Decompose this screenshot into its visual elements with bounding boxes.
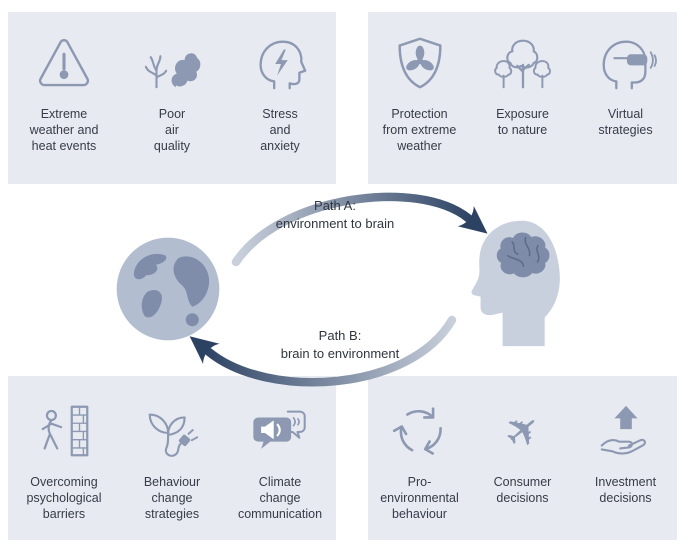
panel-item: Extreme weather and heat events bbox=[12, 32, 116, 154]
panel-behaviour-outcomes: Pro- environmental behaviour ✈ Consumer … bbox=[368, 376, 677, 540]
panel-item: Stress and anxiety bbox=[228, 32, 332, 154]
panel-item: Poor air quality bbox=[120, 32, 224, 154]
plant-plug-icon bbox=[148, 413, 199, 457]
panel-item: Pro- environmental behaviour bbox=[368, 400, 471, 522]
item-label: Poor air quality bbox=[153, 107, 191, 153]
panel-environment-stressors: Extreme weather and heat events Poor air… bbox=[8, 12, 336, 184]
item-label: Investment decisions bbox=[594, 475, 657, 505]
item-label: Climate change communication bbox=[237, 475, 323, 521]
shield-fan-icon bbox=[397, 37, 442, 89]
item-label: Stress and anxiety bbox=[260, 107, 300, 153]
hand-arrow-icon bbox=[600, 405, 646, 455]
airplane-icon: ✈ bbox=[493, 401, 552, 462]
trees-icon bbox=[493, 39, 551, 89]
item-label: Consumer decisions bbox=[493, 475, 552, 505]
path-b-label: Path B: brain to environment bbox=[280, 328, 400, 362]
panel-item: Virtual strategies bbox=[574, 32, 677, 138]
panel-item: Climate change communication bbox=[228, 400, 332, 522]
item-label: Extreme weather and heat events bbox=[29, 107, 99, 153]
item-label: Exposure to nature bbox=[496, 107, 549, 137]
vr-headset-icon bbox=[602, 40, 657, 90]
panel-item: Exposure to nature bbox=[471, 32, 574, 138]
speech-megaphone-icon bbox=[253, 410, 306, 449]
panel-item: Protection from extreme weather bbox=[368, 32, 471, 154]
panel-item: Behaviour change strategies bbox=[120, 400, 224, 522]
item-label: Virtual strategies bbox=[598, 107, 653, 137]
person-door-icon bbox=[41, 405, 89, 457]
item-label: Pro- environmental behaviour bbox=[380, 475, 459, 521]
earth-globe-icon bbox=[116, 237, 220, 341]
panel-item: ✈ Consumer decisions bbox=[471, 400, 574, 506]
recycle-icon bbox=[392, 407, 442, 455]
extreme-weather-icon bbox=[38, 38, 90, 87]
path-a-label: Path A: environment to brain bbox=[275, 198, 395, 232]
panel-item: Overcoming psychological barriers bbox=[12, 400, 116, 522]
panel-behaviour-interventions: Overcoming psychological barriers Behavi… bbox=[8, 376, 336, 540]
item-label: Overcoming psychological barriers bbox=[26, 475, 102, 521]
svg-text:✈: ✈ bbox=[493, 401, 552, 462]
item-label: Protection from extreme weather bbox=[382, 107, 457, 153]
panel-item: Investment decisions bbox=[574, 400, 677, 506]
poor-air-quality-icon bbox=[144, 53, 201, 89]
panel-environment-interventions: Protection from extreme weather Exposure… bbox=[368, 12, 677, 184]
head-brain-icon bbox=[471, 220, 560, 347]
stress-anxiety-icon bbox=[259, 40, 307, 90]
item-label: Behaviour change strategies bbox=[143, 475, 201, 521]
